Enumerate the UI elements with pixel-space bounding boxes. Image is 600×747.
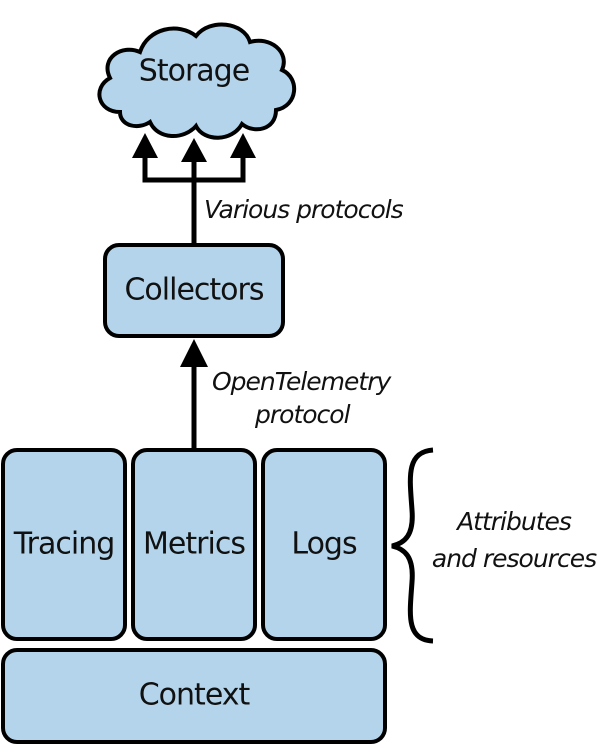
curly-brace-icon xyxy=(391,447,434,644)
arrowhead-center xyxy=(181,138,207,162)
various-protocols-label: Various protocols xyxy=(204,195,404,224)
arrowhead-left xyxy=(132,133,158,158)
arrowhead xyxy=(180,339,208,367)
edge-collectors-to-storage: Various protocols xyxy=(132,133,405,244)
tracing-box xyxy=(1,448,127,641)
signal-tracing: Tracing xyxy=(1,448,127,641)
context-box xyxy=(1,648,387,744)
metrics-label: Metrics xyxy=(143,527,245,562)
arrowhead-right xyxy=(230,133,256,158)
logs-box xyxy=(261,448,387,641)
tracing-label: Tracing xyxy=(13,527,115,562)
cloud-shape xyxy=(97,22,297,140)
signal-logs: Logs xyxy=(261,448,387,641)
logs-label: Logs xyxy=(291,527,357,562)
collectors-node: Collectors xyxy=(103,243,285,338)
context-node: Context xyxy=(1,648,387,744)
signal-metrics: Metrics xyxy=(131,448,257,641)
context-label: Context xyxy=(139,678,251,713)
collectors-box xyxy=(103,243,285,338)
otlp-label-line-1: OpenTelemetry xyxy=(212,367,392,396)
attributes-label-line-2: and resources xyxy=(432,544,597,573)
edge-fork-line xyxy=(142,155,246,183)
metrics-box xyxy=(131,448,257,641)
storage-node: Storage xyxy=(97,22,297,140)
storage-label: Storage xyxy=(139,54,249,89)
edge-signals-to-collectors: OpenTelemetry protocol xyxy=(180,339,393,448)
collectors-label: Collectors xyxy=(124,273,263,308)
attributes-label-line-1: Attributes xyxy=(455,507,572,536)
otlp-label-line-2: protocol xyxy=(254,400,351,429)
